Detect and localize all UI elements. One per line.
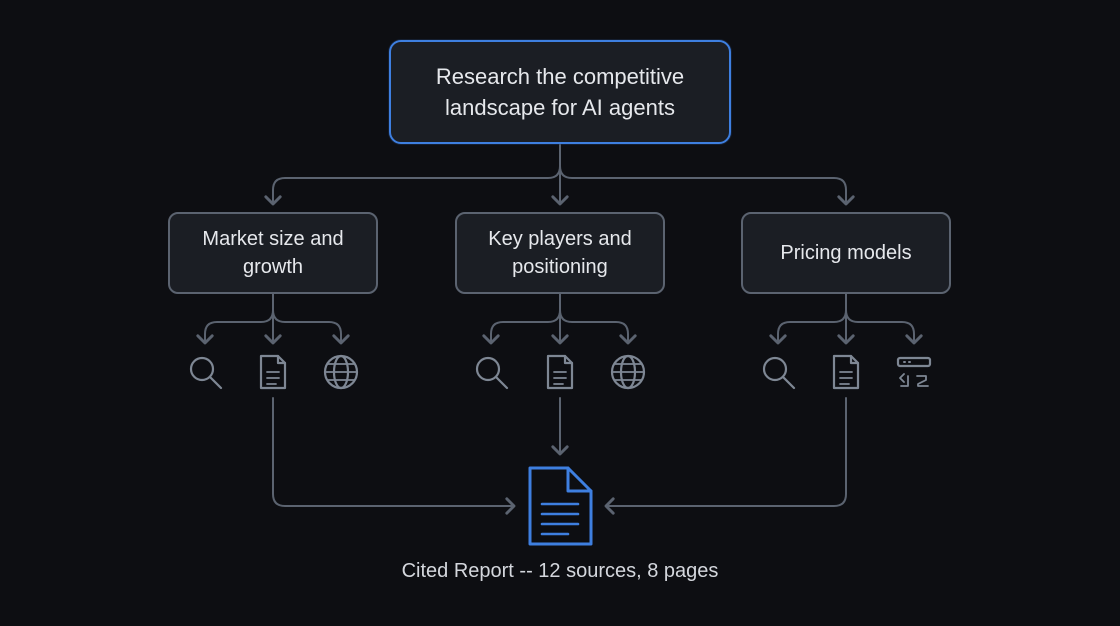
terminal-icon: [896, 356, 932, 387]
connector-root-to-pricing: [559, 165, 855, 206]
document-icon: [546, 354, 574, 390]
connector-players-to-globe: [559, 309, 637, 345]
search-icon: [189, 356, 223, 390]
connector-pricing-to-search: [769, 293, 847, 345]
subtask-node-pricing-models: Pricing models: [741, 212, 951, 294]
subtask-label-line2: positioning: [512, 256, 608, 278]
search-icon: [762, 356, 796, 390]
connector-market-to-report: [272, 397, 516, 515]
root-task-node: Research the competitive landscape for A…: [389, 40, 731, 144]
globe-icon: [323, 354, 359, 390]
connector-pricing-to-terminal: [845, 309, 923, 345]
subtask-label-line1: Market size and: [202, 228, 344, 250]
connector-root-to-market: [264, 144, 561, 206]
connector-pricing-to-report: [604, 397, 847, 515]
report-caption: Cited Report -- 12 sources, 8 pages: [401, 560, 719, 582]
subtask-node-market-size: Market size and growth: [168, 212, 378, 294]
subtask-label-line2: growth: [242, 256, 303, 278]
document-icon: [832, 354, 860, 390]
connector-market-to-globe: [272, 309, 350, 345]
search-icon: [475, 356, 509, 390]
connector-players-to-search: [482, 293, 561, 345]
document-icon: [259, 354, 287, 390]
subtask-node-key-players: Key players and positioning: [455, 212, 665, 294]
root-task-label-line1: Research the competitive: [435, 64, 685, 89]
report-document-icon: [528, 466, 593, 546]
root-task-label-line2: landscape for AI agents: [445, 95, 675, 120]
connector-market-to-search: [196, 293, 274, 345]
subtask-label-line1: Pricing models: [780, 242, 912, 264]
subtask-label-line1: Key players and: [488, 228, 632, 250]
globe-icon: [610, 354, 646, 390]
